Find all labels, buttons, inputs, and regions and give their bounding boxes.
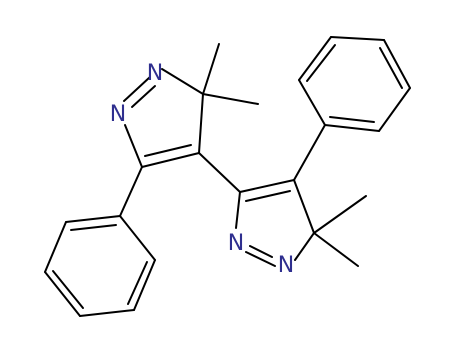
bond-c3-n-upper <box>124 124 143 168</box>
nitrogen-label-n4: N <box>278 253 294 278</box>
bond-phr-1 <box>298 79 326 126</box>
bond-c4-cgem-lower <box>293 179 315 234</box>
bond-phr-4-inner <box>379 47 403 89</box>
bond-to-phenyl-left <box>119 166 143 217</box>
bond-methyl-lower-1 <box>313 195 367 234</box>
bond-phl-2 <box>133 259 156 311</box>
bond-n-c-gem-upper <box>161 68 204 95</box>
bond-phr-2-inner <box>306 44 336 82</box>
bond-c4-c3-upper-double <box>144 144 192 157</box>
bond-c3-c4-lower <box>239 179 295 193</box>
bond-cgem-n-lower <box>294 232 315 261</box>
nitrogen-label-n1: N <box>147 61 163 86</box>
bond-phl-4 <box>44 271 81 317</box>
bond-phl-5 <box>44 221 67 273</box>
bond-c3-c4-lower-double <box>245 190 291 202</box>
atom-labels: N N N N <box>110 61 294 278</box>
bond-methyl-lower-2 <box>313 232 359 267</box>
bond-cgem-c4-upper <box>198 93 204 154</box>
bond-to-phenyl-right <box>293 124 326 181</box>
bond-phl-6-inner <box>70 224 117 231</box>
bond-phl-2-inner <box>127 261 148 305</box>
bond-phr-3 <box>330 36 385 41</box>
bond-phl-1 <box>119 215 156 261</box>
bond-phr-4 <box>383 39 411 89</box>
bond-phl-4-inner <box>52 270 84 309</box>
bond-n-n-lower-double <box>249 245 273 258</box>
bond-phr-2 <box>298 36 332 81</box>
bond-n-n-upper <box>123 76 151 102</box>
bonds <box>44 36 411 317</box>
bond-n-n-lower <box>245 251 276 267</box>
bond-c4-c3-upper <box>141 152 200 168</box>
bond-methyl-upper-2 <box>202 93 259 105</box>
bond-phr-6-inner <box>329 116 375 123</box>
bond-phl-3 <box>79 309 135 317</box>
bond-phr-6 <box>324 124 380 132</box>
bond-c3-n-lower <box>235 191 241 229</box>
bond-phr-5 <box>378 87 411 132</box>
bond-ring-link <box>198 152 241 193</box>
nitrogen-label-n3: N <box>228 231 244 256</box>
bond-phl-6 <box>65 215 121 223</box>
bond-n-n-upper-double <box>131 85 156 108</box>
bond-methyl-upper-1 <box>202 43 220 95</box>
nitrogen-label-n2: N <box>110 102 126 127</box>
